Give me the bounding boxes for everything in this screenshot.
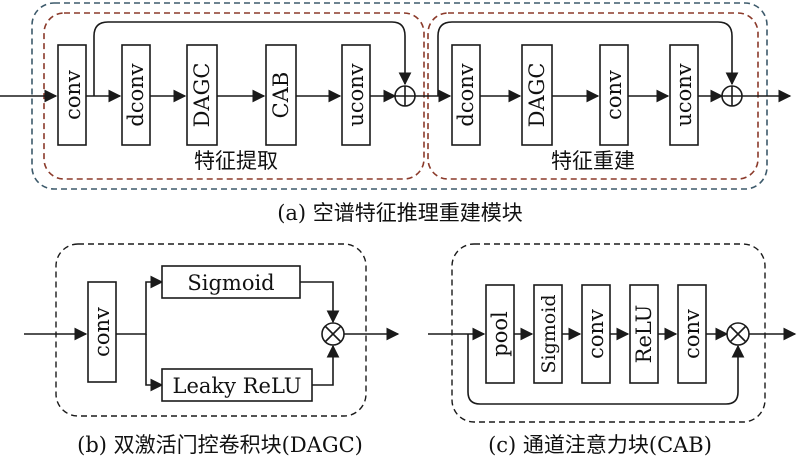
block-uconv-b: uconv [669,44,699,146]
block-label: ReLU [632,305,656,364]
cab-skip-connection [467,334,745,405]
leaky-relu-block: Leaky ReLU [161,368,313,402]
block-label: uconv [672,63,696,126]
block-conv-b: conv [599,44,629,146]
block-label: conv [61,70,85,120]
outer-module-border [31,2,768,190]
multiply-node-b [321,322,345,346]
cab-sigmoid-block: Sigmoid [533,284,563,384]
cab-pool-block: pool [485,284,515,384]
cab-conv-block-1: conv [581,284,611,384]
block-label: uconv [344,63,368,126]
block-dagc-b: DAGC [521,44,553,146]
block-label: Leaky ReLU [173,374,302,398]
feature-reconstruction-label: 特征重建 [551,149,635,173]
block-label: conv [584,309,608,359]
dagc-split-top [116,275,164,335]
feature-extraction-label: 特征提取 [194,149,278,173]
skip-connection-1 [93,21,412,96]
block-label: DAGC [525,63,549,128]
block-label: Sigmoid [538,295,560,374]
cab-conv-block-2: conv [677,284,707,384]
block-dconv-a: dconv [121,44,151,146]
block-dconv-b: dconv [451,44,481,146]
block-label: dconv [454,63,478,126]
cab-border [451,243,766,423]
leaky-to-mult [312,344,340,386]
block-conv-a: conv [57,44,87,146]
cab-relu-block: ReLU [629,284,659,384]
add-node-2 [721,85,743,107]
block-label: pool [488,311,512,357]
sigmoid-to-mult [300,281,340,324]
dagc-conv-block: conv [87,281,117,383]
block-label: conv [680,309,704,359]
dagc-border [55,243,367,417]
caption-a: (a) 空谱特征推理重建模块 [277,201,523,225]
block-cab-a: CAB [265,44,297,146]
skip-connection-2 [437,21,739,96]
block-dagc-a: DAGC [186,44,218,146]
block-label: Sigmoid [187,271,274,295]
block-label: dconv [124,63,148,126]
block-label: conv [602,70,626,120]
sigmoid-block: Sigmoid [161,265,301,299]
block-label: conv [90,307,114,357]
block-label: CAB [269,72,293,119]
caption-c: (c) 通道注意力块(CAB) [488,433,712,457]
multiply-node-c [726,322,750,346]
block-uconv-a: uconv [341,44,371,146]
dagc-split-bottom [145,334,164,392]
add-node-1 [394,85,416,107]
block-label: DAGC [190,63,214,128]
caption-b: (b) 双激活门控卷积块(DAGC) [77,433,363,457]
